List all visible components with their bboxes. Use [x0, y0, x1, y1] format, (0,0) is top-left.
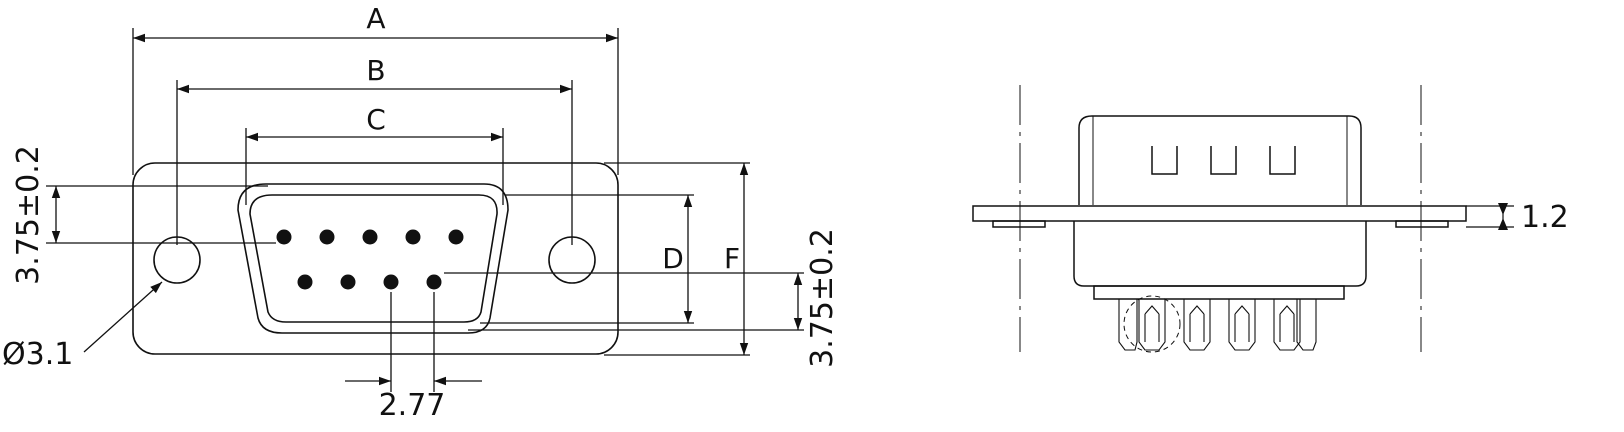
pin — [362, 229, 378, 245]
bottom-plate — [1093, 285, 1345, 300]
pin — [340, 274, 356, 290]
label-flange-thickness: 1.2 — [1521, 200, 1569, 235]
pin — [383, 274, 399, 290]
slot — [1210, 146, 1237, 175]
lower-body — [1073, 221, 1367, 287]
slot — [1151, 146, 1178, 175]
front-labels: A B C D F 3.75±0.2 3.75±0.2 Ø3.1 2.77 — [2, 2, 840, 423]
label-c: C — [366, 103, 386, 136]
pins — [276, 229, 464, 290]
front-view — [132, 162, 619, 355]
side-flange — [972, 205, 1467, 222]
hole-leader — [83, 281, 163, 353]
label-pin-pitch: 2.77 — [379, 388, 446, 423]
pin — [319, 229, 335, 245]
label-d: D — [662, 242, 684, 275]
pin — [448, 229, 464, 245]
shell-outer — [237, 183, 509, 334]
label-b: B — [366, 54, 385, 87]
detail-circle — [1123, 295, 1181, 353]
slot — [1269, 146, 1296, 175]
label-pitch-left: 3.75±0.2 — [11, 145, 46, 285]
upper-shell — [1078, 115, 1362, 205]
pin — [276, 229, 292, 245]
label-f: F — [724, 242, 740, 275]
front-dimensions — [46, 28, 804, 392]
side-view — [972, 85, 1514, 353]
label-pitch-right: 3.75±0.2 — [805, 228, 840, 368]
pin — [405, 229, 421, 245]
pin — [426, 274, 442, 290]
shell-inner — [249, 194, 498, 323]
flange-outline — [132, 162, 619, 355]
pin — [297, 274, 313, 290]
label-hole-diameter: Ø3.1 — [2, 337, 73, 372]
dim-thickness — [1498, 203, 1508, 230]
solder-cups — [1118, 299, 1317, 351]
label-a: A — [366, 2, 385, 35]
